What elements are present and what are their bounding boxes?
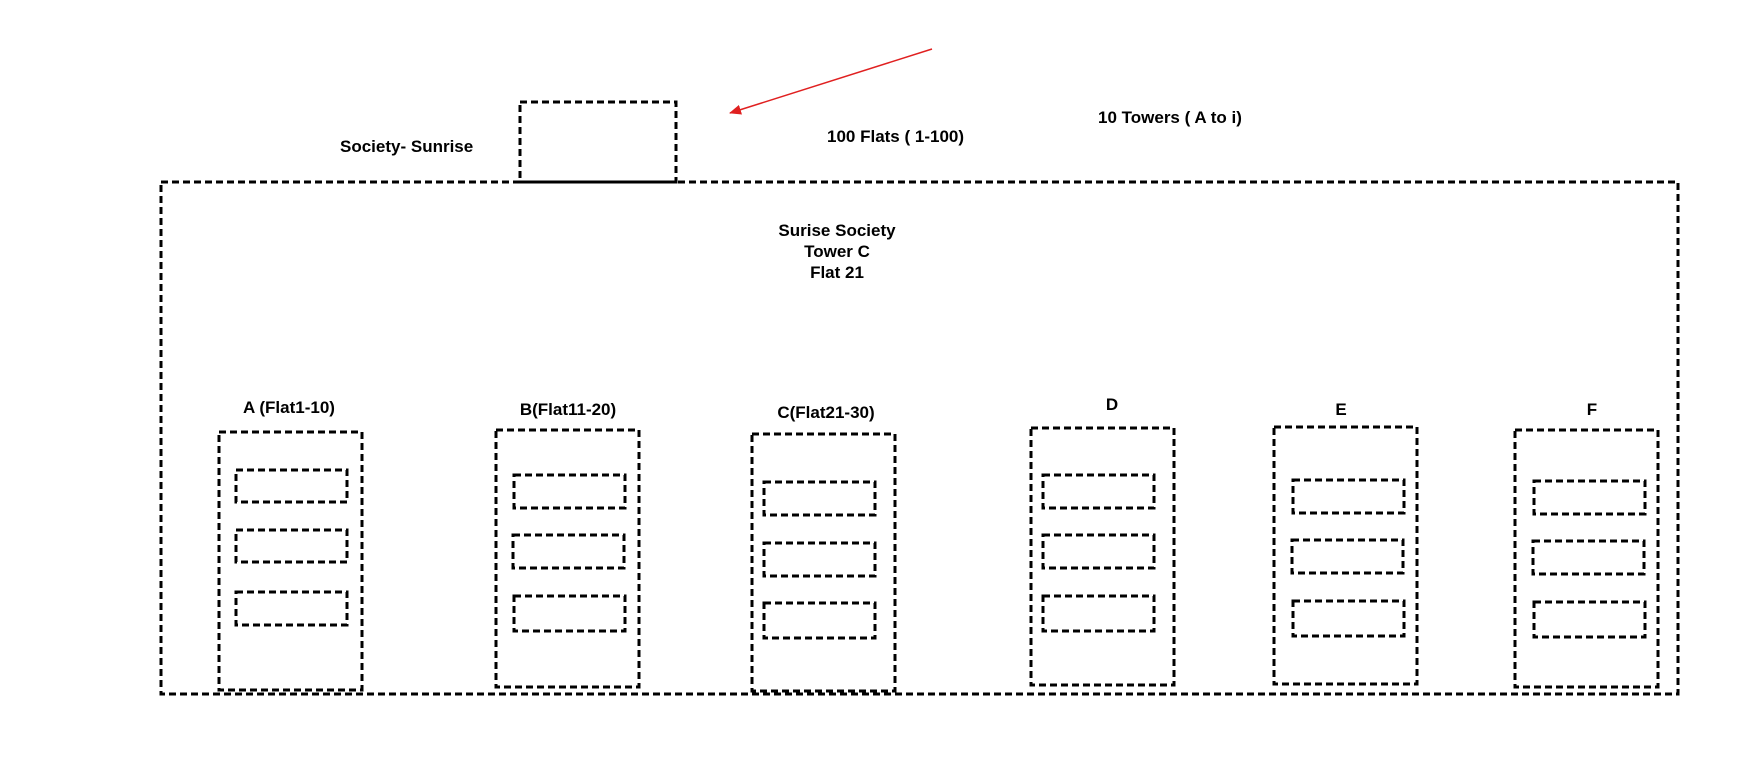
society-boundary [159, 180, 1680, 696]
tower-e-label: E [1335, 400, 1346, 419]
tower-f-floor-3 [1532, 600, 1647, 639]
address-line-3: Flat 21 [810, 263, 864, 282]
tower-f-building [1513, 428, 1660, 689]
tower-a: A (Flat1-10) [217, 398, 364, 692]
tower-b-floor-3 [512, 594, 627, 633]
tower-a-floor-2 [234, 528, 349, 564]
entrance-box [518, 100, 678, 184]
tower-b-label: B(Flat11-20) [520, 400, 616, 419]
tower-b-building [494, 428, 641, 689]
tower-a-floor-1 [234, 468, 349, 504]
society-label: Society- Sunrise [340, 137, 473, 156]
tower-c-floor-3 [762, 601, 877, 640]
tower-f-label: F [1587, 400, 1597, 419]
tower-e-floor-3 [1291, 599, 1406, 638]
tower-b-floor-2 [511, 533, 626, 570]
tower-b: B(Flat11-20) [494, 400, 641, 689]
tower-e-building [1272, 425, 1419, 686]
address-line-1: Surise Society [778, 221, 896, 240]
tower-c-floor-1 [762, 480, 877, 517]
flats-count-label: 100 Flats ( 1-100) [827, 127, 964, 146]
address-line-2: Tower C [804, 242, 870, 261]
tower-e-floor-1 [1291, 478, 1406, 515]
tower-c-label: C(Flat21-30) [777, 403, 874, 422]
tower-f: F [1513, 400, 1660, 689]
tower-d-building [1029, 426, 1176, 687]
tower-a-building [217, 430, 364, 692]
tower-b-floor-1 [512, 473, 627, 510]
tower-d-floor-3 [1041, 594, 1156, 633]
tower-a-floor-3 [234, 590, 349, 627]
tower-a-label: A (Flat1-10) [243, 398, 335, 417]
tower-c: C(Flat21-30) [750, 403, 897, 693]
tower-f-floor-1 [1532, 479, 1647, 516]
tower-d-label: D [1106, 395, 1118, 414]
tower-e-floor-2 [1290, 538, 1405, 575]
tower-d: D [1029, 395, 1176, 687]
towers-count-label: 10 Towers ( A to i) [1098, 108, 1242, 127]
tower-d-floor-1 [1041, 473, 1156, 510]
tower-c-building [750, 432, 897, 693]
pointer-arrow [729, 48, 933, 115]
tower-c-floor-2 [762, 541, 877, 578]
tower-d-floor-2 [1041, 533, 1156, 570]
tower-f-floor-2 [1531, 539, 1646, 576]
tower-e: E [1272, 400, 1419, 686]
